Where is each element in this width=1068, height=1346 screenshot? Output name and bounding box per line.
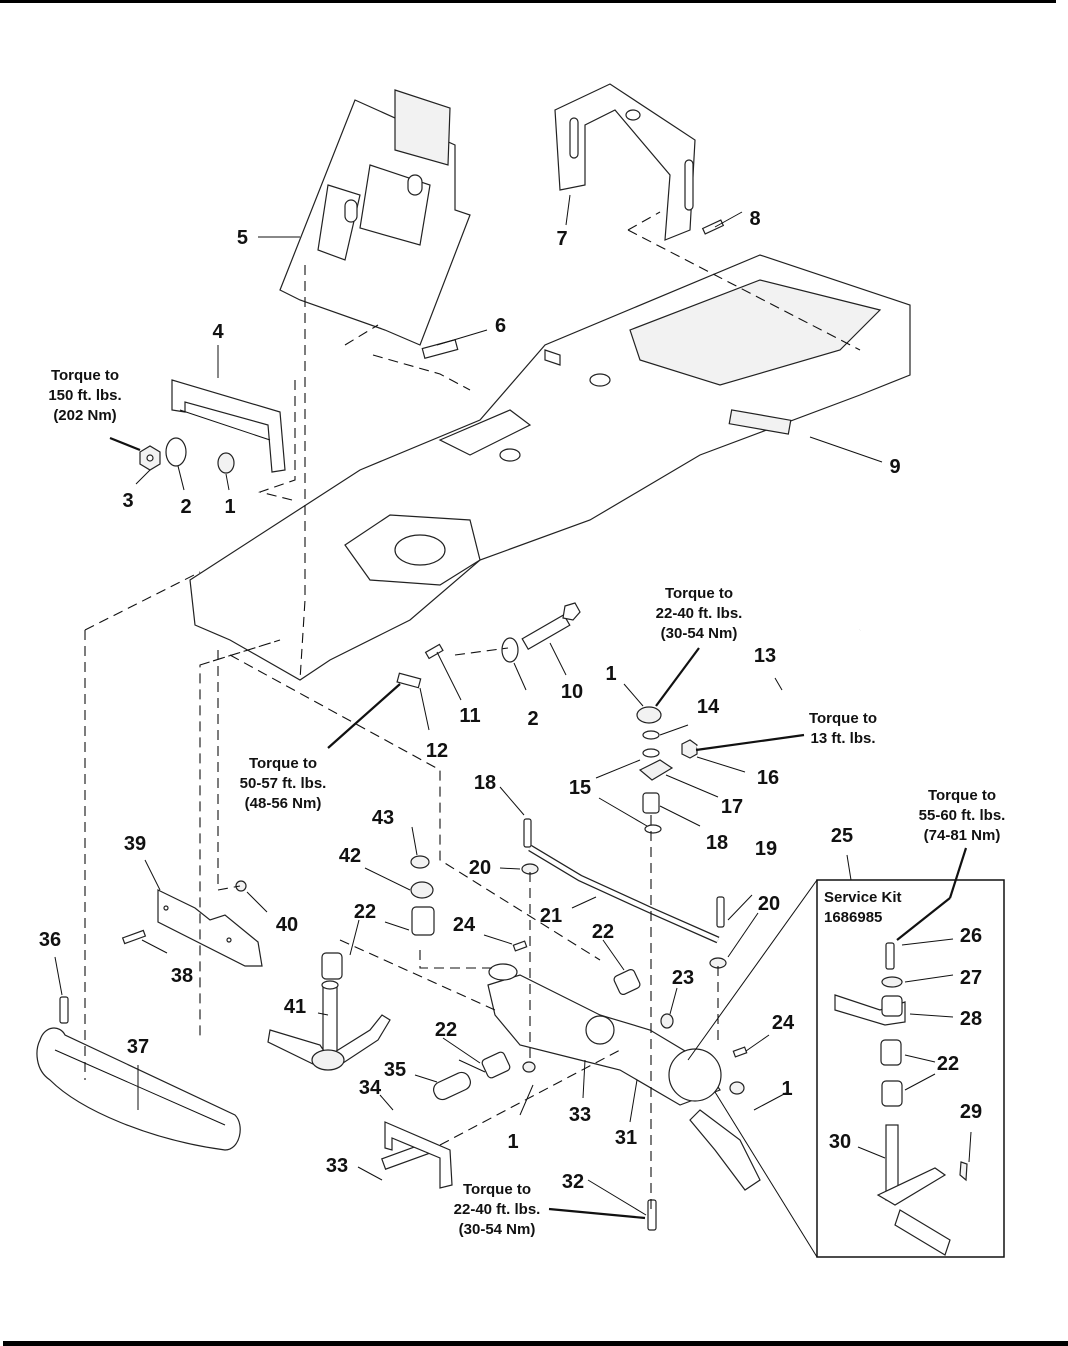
torque-line: 55-60 ft. lbs.: [919, 807, 1006, 824]
callout-label: 26: [960, 925, 982, 947]
callout-label: 34: [359, 1077, 382, 1099]
torque-line: Torque to: [928, 787, 996, 804]
callout-label: 4: [212, 321, 224, 343]
torque-line: (30-54 Nm): [459, 1221, 536, 1238]
drag-link-part: [696, 628, 862, 750]
callout-label: 33: [326, 1155, 348, 1177]
axle-support-bracket-part: [384, 1121, 453, 1189]
callout-label: 18: [474, 772, 496, 794]
service-kit-number: 1686985: [824, 909, 882, 926]
mount-plate-part: [157, 889, 263, 967]
callout-label: 2: [527, 708, 538, 730]
steering-bracket-part: [554, 83, 696, 241]
callout-label: 31: [615, 1127, 637, 1149]
torque-note-22-40-bottom: Torque to 22-40 ft. lbs. (30-54 Nm): [454, 1181, 541, 1238]
callout-label: 30: [829, 1131, 851, 1153]
leader-lines: [54, 194, 972, 1220]
callout-label: 3: [122, 490, 133, 512]
callout-label: 21: [540, 905, 562, 927]
tie-rod-part: [528, 844, 720, 944]
callout-label: 19: [755, 838, 777, 860]
callout-label: 22: [435, 1019, 457, 1041]
torque-line: Torque to: [51, 367, 119, 384]
callout-label: 7: [556, 228, 567, 250]
torque-line: (48-56 Nm): [245, 795, 322, 812]
callout-label: 15: [569, 777, 591, 799]
torque-line: 22-40 ft. lbs.: [656, 605, 743, 622]
torque-line: Torque to: [463, 1181, 531, 1198]
torque-line: (30-54 Nm): [661, 625, 738, 642]
callout-label: 18: [706, 832, 728, 854]
callout-label: 8: [749, 208, 760, 230]
torque-note-50-57: Torque to 50-57 ft. lbs. (48-56 Nm): [240, 755, 327, 812]
callout-label: 1: [605, 663, 616, 685]
main-frame-part: [189, 254, 911, 681]
callout-label: 29: [960, 1101, 982, 1123]
callout-label: 23: [672, 967, 694, 989]
service-kit-box: [687, 879, 1005, 1258]
callout-label: 35: [384, 1059, 406, 1081]
callout-label: 27: [960, 967, 982, 989]
front-axle-part: [487, 963, 761, 1191]
service-kit-heading: Service Kit 1686985: [824, 889, 902, 926]
torque-line: 150 ft. lbs.: [48, 387, 121, 404]
spindle-left-part: [267, 980, 391, 1071]
torque-line: (202 Nm): [53, 407, 116, 424]
torque-line: Torque to: [249, 755, 317, 772]
callout-label: 17: [721, 796, 743, 818]
callout-label: 40: [276, 914, 298, 936]
service-kit-title: Service Kit: [824, 889, 902, 906]
torque-line: 50-57 ft. lbs.: [240, 775, 327, 792]
torque-note-55-60: Torque to 55-60 ft. lbs. (74-81 Nm): [919, 787, 1006, 844]
callout-label: 28: [960, 1008, 982, 1030]
callout-label: 33: [569, 1104, 591, 1126]
front-bumper-part: [36, 1027, 241, 1151]
front-bracket-part: [171, 379, 286, 473]
torque-note-22-40-top: Torque to 22-40 ft. lbs. (30-54 Nm): [656, 585, 743, 642]
callout-label: 6: [495, 315, 506, 337]
callout-label: 37: [127, 1036, 149, 1058]
callout-label: 24: [772, 1012, 795, 1034]
callout-label: 1: [781, 1078, 792, 1100]
callout-label: 5: [237, 227, 248, 249]
callout-label: 25: [831, 825, 853, 847]
callout-label: 2: [180, 496, 191, 518]
callout-label: 1: [224, 496, 235, 518]
callout-label: 12: [426, 740, 448, 762]
torque-line: 13 ft. lbs.: [810, 730, 875, 747]
callout-label: 1: [507, 1131, 518, 1153]
callout-label: 42: [339, 845, 361, 867]
torque-line: Torque to: [809, 710, 877, 727]
assembly-lines: [84, 211, 861, 1210]
callout-label: 11: [459, 705, 480, 727]
callout-label: 20: [469, 857, 491, 879]
dash-tower-part: [279, 89, 471, 346]
callout-label: 38: [171, 965, 193, 987]
callout-label: 36: [39, 929, 61, 951]
callout-labels: 5 6 7 8 4 9 3 2 1 10 2 11 12 1 13 14 15 …: [39, 208, 982, 1193]
callout-label: 32: [562, 1171, 584, 1193]
callout-label: 22: [354, 901, 376, 923]
torque-note-150: Torque to 150 ft. lbs. (202 Nm): [48, 367, 121, 424]
callout-label: 39: [124, 833, 146, 855]
callout-label: 16: [757, 767, 779, 789]
torque-line: (74-81 Nm): [924, 827, 1001, 844]
torque-line: Torque to: [665, 585, 733, 602]
callout-label: 41: [284, 996, 306, 1018]
callout-label: 13: [754, 645, 776, 667]
callout-label: 20: [758, 893, 780, 915]
callout-label: 43: [372, 807, 394, 829]
callout-label: 14: [697, 696, 720, 718]
top-rule: [0, 0, 1056, 3]
callout-label: 24: [453, 914, 476, 936]
torque-line: 22-40 ft. lbs.: [454, 1201, 541, 1218]
torque-note-13: Torque to 13 ft. lbs.: [809, 710, 877, 747]
callout-label: 22: [937, 1053, 959, 1075]
callout-label: 22: [592, 921, 614, 943]
hardware-parts: [59, 219, 748, 1231]
callout-label: 10: [561, 681, 583, 703]
callout-label: 9: [889, 456, 900, 478]
bottom-rule: [3, 1341, 1068, 1346]
